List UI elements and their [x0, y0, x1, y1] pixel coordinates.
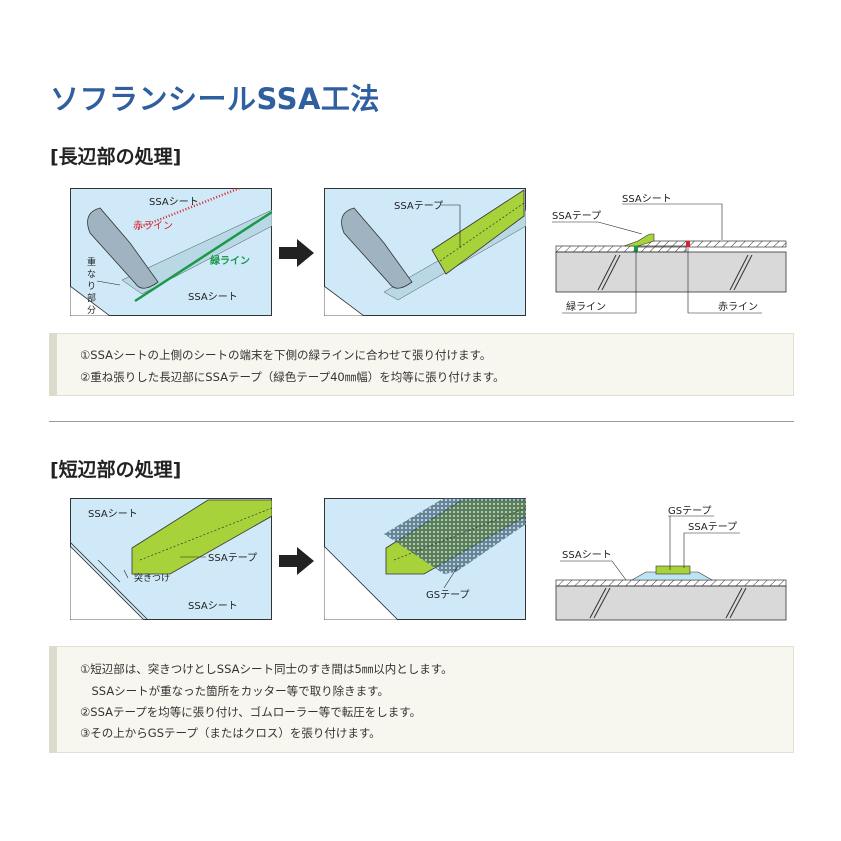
svg-text:緑ライン: 緑ライン: [566, 300, 606, 313]
rolled-sheet: [87, 207, 159, 289]
ssa-sheet-top-label: SSAシート: [149, 197, 199, 208]
ssa-tape: [431, 189, 525, 275]
short-edge-heading: [短辺部の処理]: [50, 459, 182, 481]
short-edge-notes: ①短辺部は、突きつけとしSSAシート同士のすき間は5㎜以内とします。 SSAシー…: [49, 646, 794, 753]
svg-text:な: な: [87, 269, 96, 280]
svg-text:SSAシート: SSAシート: [188, 601, 238, 612]
long-edge-notes: ①SSAシートの上側のシートの端末を下側の緑ラインに合わせて張り付けます。 ②重…: [49, 333, 794, 396]
svg-text:SSAシート: SSAシート: [88, 509, 138, 520]
note-line: ②SSAテープを均等に張り付け、ゴムローラー等で転圧をします。: [80, 705, 422, 719]
svg-text:突きつけ: 突きつけ: [134, 572, 170, 584]
green-line-label: 緑ライン: [210, 254, 250, 267]
note-line: SSAシートが重なった箇所をカッター等で取り除きます。: [80, 684, 390, 698]
note-line: ③その上からGSテープ（またはクロス）を張り付けます。: [80, 726, 381, 740]
note-line: ①短辺部は、突きつけとしSSAシート同士のすき間は5㎜以内とします。: [80, 662, 453, 676]
gs-tape-shape: [630, 571, 714, 581]
ssa-sheet-bottom-label: SSAシート: [188, 292, 238, 303]
svg-text:部: 部: [87, 292, 96, 304]
svg-text:SSAテープ: SSAテープ: [208, 552, 257, 564]
ssa-tape: [131, 499, 272, 575]
short-edge-section: GSテープ SSAテープ SSAシート: [555, 505, 787, 621]
arrow-icon: [279, 239, 314, 267]
svg-text:重: 重: [87, 256, 96, 268]
svg-text:り: り: [87, 281, 96, 292]
ssa-tape-shape: [655, 565, 691, 575]
green-line: [134, 210, 272, 303]
svg-text:分: 分: [87, 305, 96, 316]
note-line: ②重ね張りした長辺部にSSAテープ（緑色テープ40㎜幅）を均等に張り付けます。: [80, 370, 505, 384]
section-divider: [49, 421, 794, 422]
svg-text:SSAシート: SSAシート: [562, 550, 612, 561]
ssa-tape-shape: [623, 233, 655, 247]
svg-text:GSテープ: GSテープ: [668, 505, 712, 517]
svg-text:SSAシート: SSAシート: [622, 194, 672, 205]
long-edge-figure-2: SSAテープ: [324, 188, 526, 316]
long-edge-figure-1: SSAシート 赤ライン 緑ライン SSAシート 重 な り 部 分: [70, 188, 272, 316]
note-line: ①SSAシートの上側のシートの端末を下側の緑ラインに合わせて張り付けます。: [80, 348, 492, 362]
page-title: ソフランシールSSA工法: [50, 82, 380, 116]
svg-text:SSAテープ: SSAテープ: [688, 521, 737, 533]
ssa-tape-label: SSAテープ: [394, 200, 443, 212]
short-edge-figure-1: SSAシート SSAテープ 突きつけ SSAシート: [70, 498, 272, 620]
long-edge-heading: [長辺部の処理]: [50, 146, 182, 168]
svg-text:赤ライン: 赤ライン: [718, 301, 758, 313]
long-edge-section: SSAシート SSAテープ 緑ライン 赤ライン: [552, 194, 787, 314]
svg-text:GSテープ: GSテープ: [426, 589, 470, 601]
arrow-icon: [279, 547, 314, 575]
red-line: [137, 188, 241, 230]
red-line-label: 赤ライン: [133, 220, 173, 232]
short-edge-figure-2: GSテープ: [324, 498, 526, 620]
svg-text:SSAテープ: SSAテープ: [552, 210, 601, 222]
